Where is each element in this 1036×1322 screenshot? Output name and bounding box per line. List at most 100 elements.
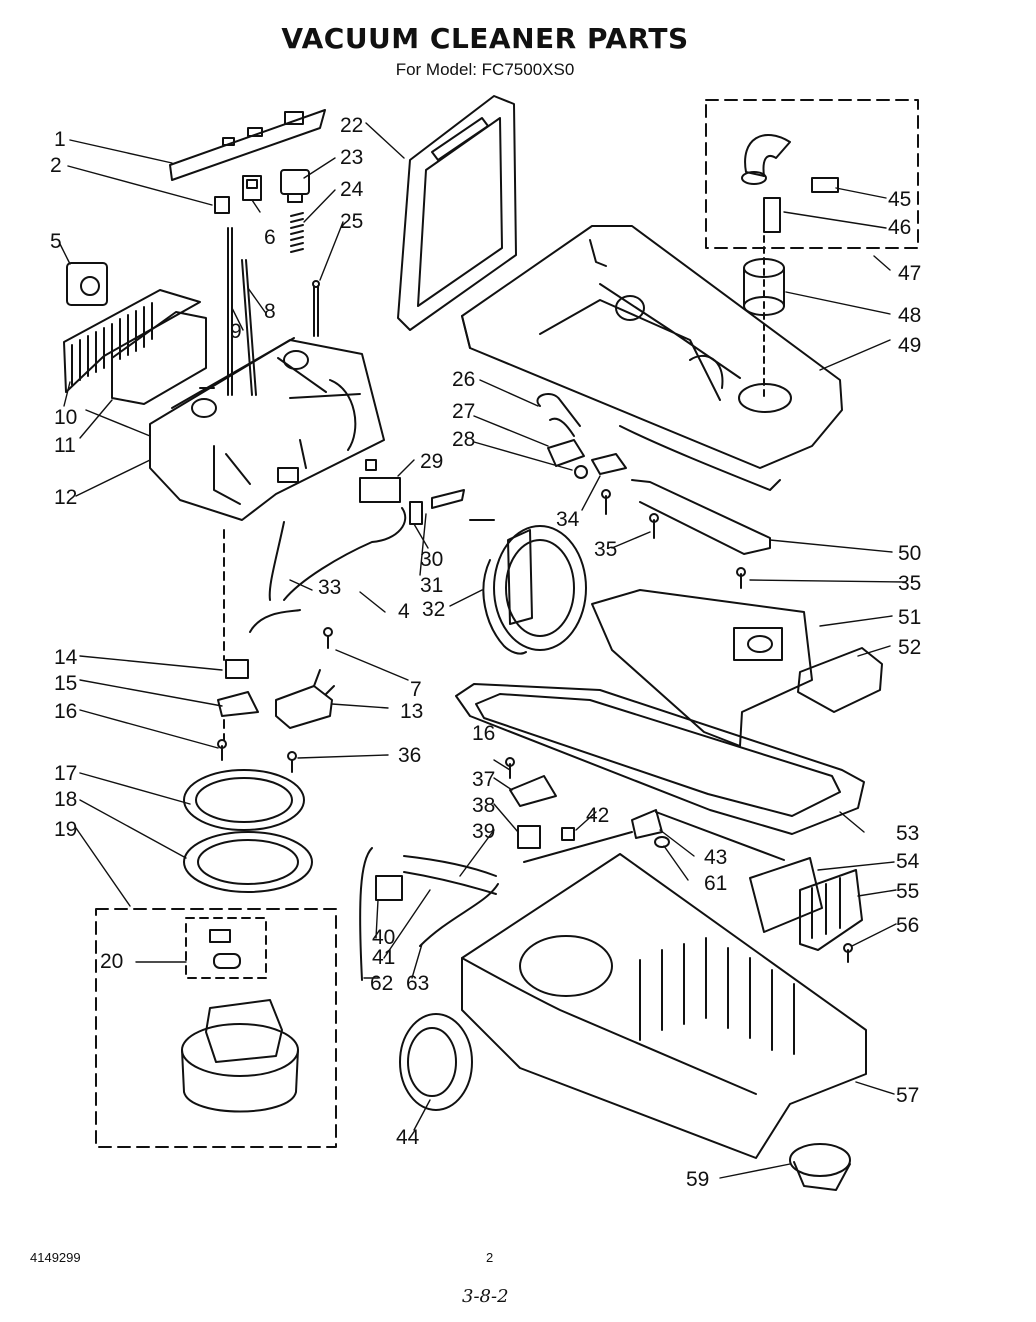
callout: 45	[888, 188, 911, 211]
part-spring	[290, 212, 304, 253]
part-connector	[763, 197, 781, 233]
part-screw	[649, 513, 659, 539]
part-screw	[287, 751, 297, 773]
callout: 39	[472, 820, 495, 843]
part-cord-reel	[469, 519, 587, 655]
part-switch-small	[811, 177, 839, 193]
callout: 54	[896, 850, 920, 873]
part-switch-wires	[227, 227, 257, 396]
callout: 20	[100, 950, 123, 973]
part-clip	[409, 489, 465, 525]
callout: 62	[370, 972, 393, 995]
callout: 22	[340, 114, 363, 137]
callout: 55	[896, 880, 919, 903]
part-wire-harness	[536, 392, 581, 437]
callout: 35	[594, 538, 617, 561]
part-screw	[217, 739, 227, 761]
callout: 35	[898, 572, 921, 595]
callout: 59	[686, 1168, 709, 1191]
part-handle	[397, 95, 517, 331]
callout: 6	[264, 226, 276, 249]
callout: 30	[420, 548, 443, 571]
callout: 53	[896, 822, 919, 845]
callout: 9	[230, 320, 242, 343]
callout: 18	[54, 788, 77, 811]
part-top-cover	[461, 225, 843, 469]
callout: 2	[50, 154, 62, 177]
callout: 15	[54, 672, 77, 695]
part-terminal	[517, 825, 541, 849]
part-wire-guide	[631, 479, 771, 555]
callout: 28	[452, 428, 475, 451]
callout: 41	[372, 946, 395, 969]
part-gasket-frame	[455, 683, 865, 835]
callout: 25	[340, 210, 363, 233]
part-screw	[601, 489, 611, 515]
callout: 10	[54, 406, 77, 429]
callout: 63	[406, 972, 429, 995]
part-caster	[789, 1143, 851, 1191]
callout: 19	[54, 818, 77, 841]
callout: 1	[54, 128, 66, 151]
part-small-switch	[225, 659, 249, 679]
callout: 49	[898, 334, 921, 357]
part-power-cord	[249, 507, 407, 633]
part-screw	[843, 943, 853, 963]
callout: 31	[420, 574, 443, 597]
callout: 42	[586, 804, 609, 827]
callout: 48	[898, 304, 921, 327]
part-screw	[736, 567, 746, 589]
page-title: VACUUM CLEANER PARTS	[281, 22, 689, 55]
part-dust-bag	[591, 589, 813, 747]
part-motor-gasket	[183, 831, 313, 893]
callout: 11	[54, 434, 76, 457]
part-screw	[505, 757, 515, 779]
part-filter	[111, 311, 207, 405]
part-switch-bracket	[217, 691, 259, 717]
part-elbow-hose	[741, 134, 791, 185]
part-screw	[323, 627, 333, 649]
callout: 16	[54, 700, 77, 723]
model-subtitle: For Model: FC7500XS0	[395, 60, 575, 79]
callout: 47	[898, 262, 921, 285]
callout: 27	[452, 400, 475, 423]
callout: 33	[318, 576, 341, 599]
callout: 56	[896, 914, 919, 937]
callout: 43	[704, 846, 727, 869]
kit-47-box	[705, 99, 919, 249]
callout: 50	[898, 542, 921, 565]
part-internal-wires	[359, 847, 499, 981]
guide-line	[523, 811, 785, 863]
callout: 38	[472, 794, 495, 817]
callout: 8	[264, 300, 276, 323]
callout: 40	[372, 926, 395, 949]
part-wheel	[399, 1013, 473, 1111]
part-relay	[359, 459, 401, 503]
callout: 23	[340, 146, 363, 169]
part-nut	[574, 465, 588, 479]
callout: 26	[452, 368, 475, 391]
part-badge	[66, 262, 108, 306]
part-bag-holder	[797, 647, 883, 713]
part-exhaust-filter	[749, 857, 823, 933]
callout: 32	[422, 598, 445, 621]
callout: 7	[410, 678, 422, 701]
callout: 14	[54, 646, 78, 669]
part-switch-bracket-2	[509, 775, 557, 807]
part-switch-plate	[169, 109, 326, 181]
leader-lines	[59, 122, 907, 1179]
part-switch	[214, 196, 230, 214]
callout: 4	[398, 600, 410, 623]
callout: 61	[704, 872, 727, 895]
part-wire-harness-2	[619, 425, 781, 491]
part-terminal-block	[547, 439, 585, 467]
callout: 12	[54, 486, 77, 509]
part-switch-clip	[561, 827, 575, 841]
part-button	[280, 169, 310, 203]
part-long-screw	[312, 280, 320, 337]
part-base	[461, 853, 867, 1159]
part-top-housing	[149, 337, 385, 521]
part-brush-holder	[209, 929, 241, 969]
